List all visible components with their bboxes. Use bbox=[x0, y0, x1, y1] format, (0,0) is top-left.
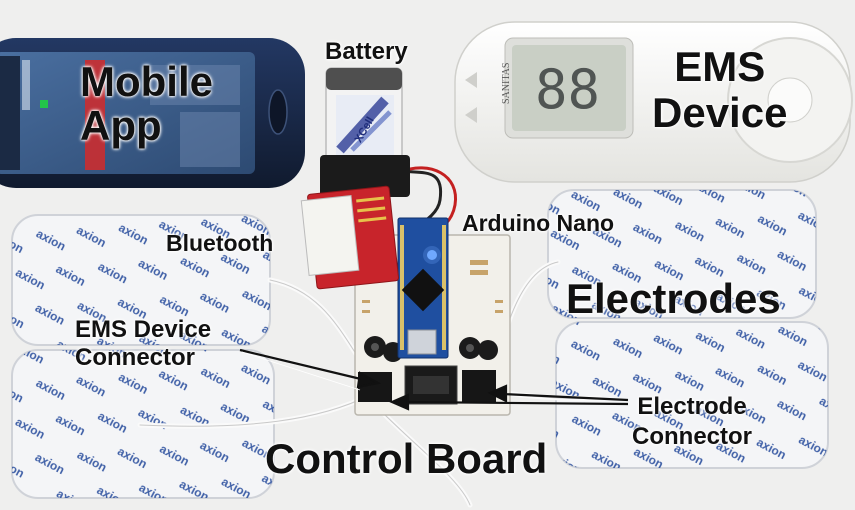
ems-device-connector-label: EMS Device Connector bbox=[75, 316, 211, 372]
ems-device-label-line1: EMS bbox=[674, 43, 766, 90]
ems-device-label: EMS Device bbox=[652, 44, 787, 136]
ems-brand-text: SANITAS bbox=[501, 63, 512, 104]
ems-device: 88 SANITAS bbox=[454, 21, 853, 183]
ems-device-label-line2: Device bbox=[652, 89, 788, 136]
bluetooth-label: Bluetooth bbox=[166, 230, 274, 256]
ems-device-connector-label-line2: Connector bbox=[75, 344, 195, 371]
electrode-connector-label: Electrode Connector bbox=[632, 392, 752, 452]
mobile-phone bbox=[0, 38, 305, 188]
battery-label: Battery bbox=[325, 38, 408, 65]
mobile-app-label-line2: App bbox=[80, 102, 162, 149]
arduino-nano bbox=[397, 217, 449, 359]
electrodes-label: Electrodes bbox=[566, 275, 781, 322]
electrode-pad-bottom-right bbox=[555, 321, 829, 469]
mobile-app-label: Mobile App bbox=[80, 60, 213, 148]
electrode-connector-label-line1: Electrode bbox=[637, 393, 747, 420]
ems-device-connector-label-line1: EMS Device bbox=[75, 316, 212, 343]
ems-lcd-digits: 88 bbox=[535, 58, 600, 121]
arduino-nano-label: Arduino Nano bbox=[462, 210, 615, 236]
battery: XCell bbox=[320, 67, 410, 197]
electrode-pad-top-right bbox=[547, 189, 817, 319]
callout-arrows bbox=[239, 348, 629, 411]
electrode-connector-label-line2: Connector bbox=[632, 423, 752, 450]
bluetooth-module bbox=[300, 185, 399, 290]
mobile-app-label-line1: Mobile bbox=[80, 58, 213, 105]
control-board-label: Control Board bbox=[265, 435, 548, 482]
